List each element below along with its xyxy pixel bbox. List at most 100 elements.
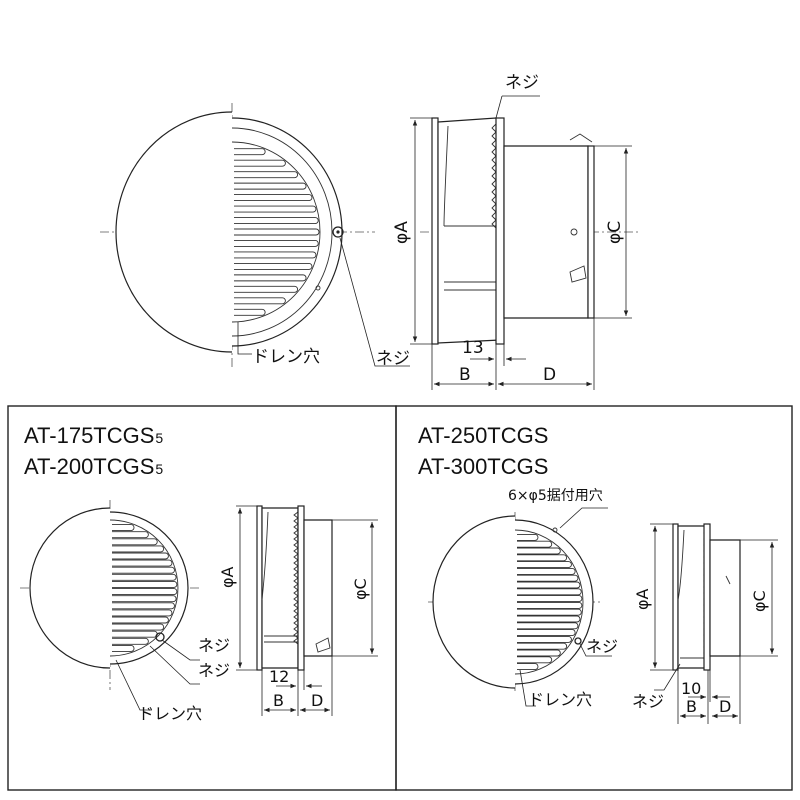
mount-holes-label: 6×φ5据付用穴 <box>508 488 603 504</box>
drain-label: ドレン穴 <box>252 347 320 367</box>
louver-tooth <box>293 565 299 573</box>
hood-shell <box>115 111 233 353</box>
louver-slat <box>234 159 286 167</box>
louver-slat <box>517 561 572 569</box>
louver-tooth <box>491 163 497 173</box>
louver-tooth <box>293 547 299 555</box>
louver-tooth <box>293 589 299 597</box>
louver-slat <box>112 538 158 546</box>
mount-plate <box>495 117 505 345</box>
louver-slat <box>234 217 319 224</box>
louver-tooth <box>293 523 299 531</box>
louver-slat <box>234 182 307 190</box>
louver-tooth <box>293 541 299 549</box>
louver-slat <box>517 615 581 623</box>
left-side-view <box>256 505 333 671</box>
louver-slat <box>234 251 317 259</box>
louver-slat <box>112 524 135 532</box>
louver-slat <box>517 663 539 671</box>
dim-b-text: B <box>273 691 284 710</box>
dim-c-text: φC <box>351 578 370 600</box>
louver-tooth <box>491 195 497 205</box>
louver-slat <box>112 573 177 581</box>
left-front-view <box>20 500 200 690</box>
louver-slat <box>517 601 583 609</box>
louver-tooth <box>491 155 497 165</box>
louver-slat <box>517 554 568 562</box>
louver-slat <box>112 602 175 610</box>
louver-tooth <box>491 179 497 189</box>
louver-slat <box>517 574 579 582</box>
panel-right-frame <box>395 405 793 791</box>
louver-tooth <box>491 147 497 157</box>
drain-label: ドレン穴 <box>138 704 202 723</box>
drain-hole-icon <box>315 285 321 291</box>
right-front-view <box>428 512 600 694</box>
louver-slat <box>234 205 317 213</box>
hood-body <box>437 117 501 344</box>
top-side-view <box>420 117 640 345</box>
louver-tooth <box>293 595 299 603</box>
louver-slat <box>234 274 307 282</box>
louver-slat <box>517 649 561 657</box>
louver-tooth <box>293 607 299 615</box>
model-label-3: AT-250TCGS <box>418 423 548 448</box>
dim-a-text: φA <box>392 221 412 244</box>
louver-slat <box>112 559 173 567</box>
louver-slat <box>112 637 149 645</box>
top-front-view <box>100 103 375 368</box>
louver-tooth <box>293 571 299 579</box>
louver-slat <box>517 635 572 643</box>
louver-tooth <box>293 529 299 537</box>
model-label-1: AT-175TCGS5 <box>24 423 163 448</box>
louver-slat <box>517 595 583 603</box>
louver-slat <box>112 545 165 553</box>
louver-tooth <box>491 203 497 213</box>
louver-slat <box>517 629 576 637</box>
louver-tooth <box>293 577 299 585</box>
dim-12-text: 12 <box>269 667 289 686</box>
louver-slat <box>112 623 165 631</box>
louver-tooth <box>293 613 299 621</box>
louver-slat <box>112 644 135 652</box>
screw-label-1: ネジ <box>198 636 230 655</box>
louver-slats <box>234 148 320 316</box>
louver-slat <box>517 642 568 650</box>
dim-d-text: D <box>543 365 556 385</box>
dim-b-text: B <box>459 365 471 385</box>
louver-tooth <box>293 535 299 543</box>
louver-slat <box>234 228 320 236</box>
dim-d-text: D <box>311 691 323 710</box>
flange <box>431 117 439 345</box>
dim-c-text: φC <box>750 590 769 612</box>
louver-tooth <box>491 131 497 141</box>
screw-front-leader <box>339 237 410 367</box>
louver-tooth <box>293 631 299 639</box>
louver-tooth <box>293 601 299 609</box>
louver-slat <box>234 171 298 179</box>
louver-tooth <box>491 187 497 197</box>
screw-icon <box>332 226 344 238</box>
louver-edge <box>491 123 497 229</box>
louver-tooth <box>491 219 497 229</box>
louver-tooth <box>491 139 497 149</box>
louver-slat <box>517 622 579 630</box>
drain-label: ドレン穴 <box>528 690 592 709</box>
louver-slat <box>517 581 581 589</box>
louver-slat <box>517 533 539 541</box>
louver-slat <box>234 194 313 202</box>
model-label-4: AT-300TCGS <box>418 454 548 479</box>
louver-tooth <box>293 619 299 627</box>
right-side-view <box>672 523 741 671</box>
screw-front-label: ネジ <box>376 349 410 369</box>
louver-slat <box>517 547 561 555</box>
louver-tooth <box>293 517 299 525</box>
louver-slat <box>112 552 169 560</box>
dim-10-text: 10 <box>681 679 701 698</box>
louver-slat <box>234 262 313 270</box>
louver-slat <box>234 285 298 293</box>
louver-slat <box>234 148 266 156</box>
louver-slat <box>234 240 319 247</box>
dim-d-text: D <box>719 697 731 716</box>
